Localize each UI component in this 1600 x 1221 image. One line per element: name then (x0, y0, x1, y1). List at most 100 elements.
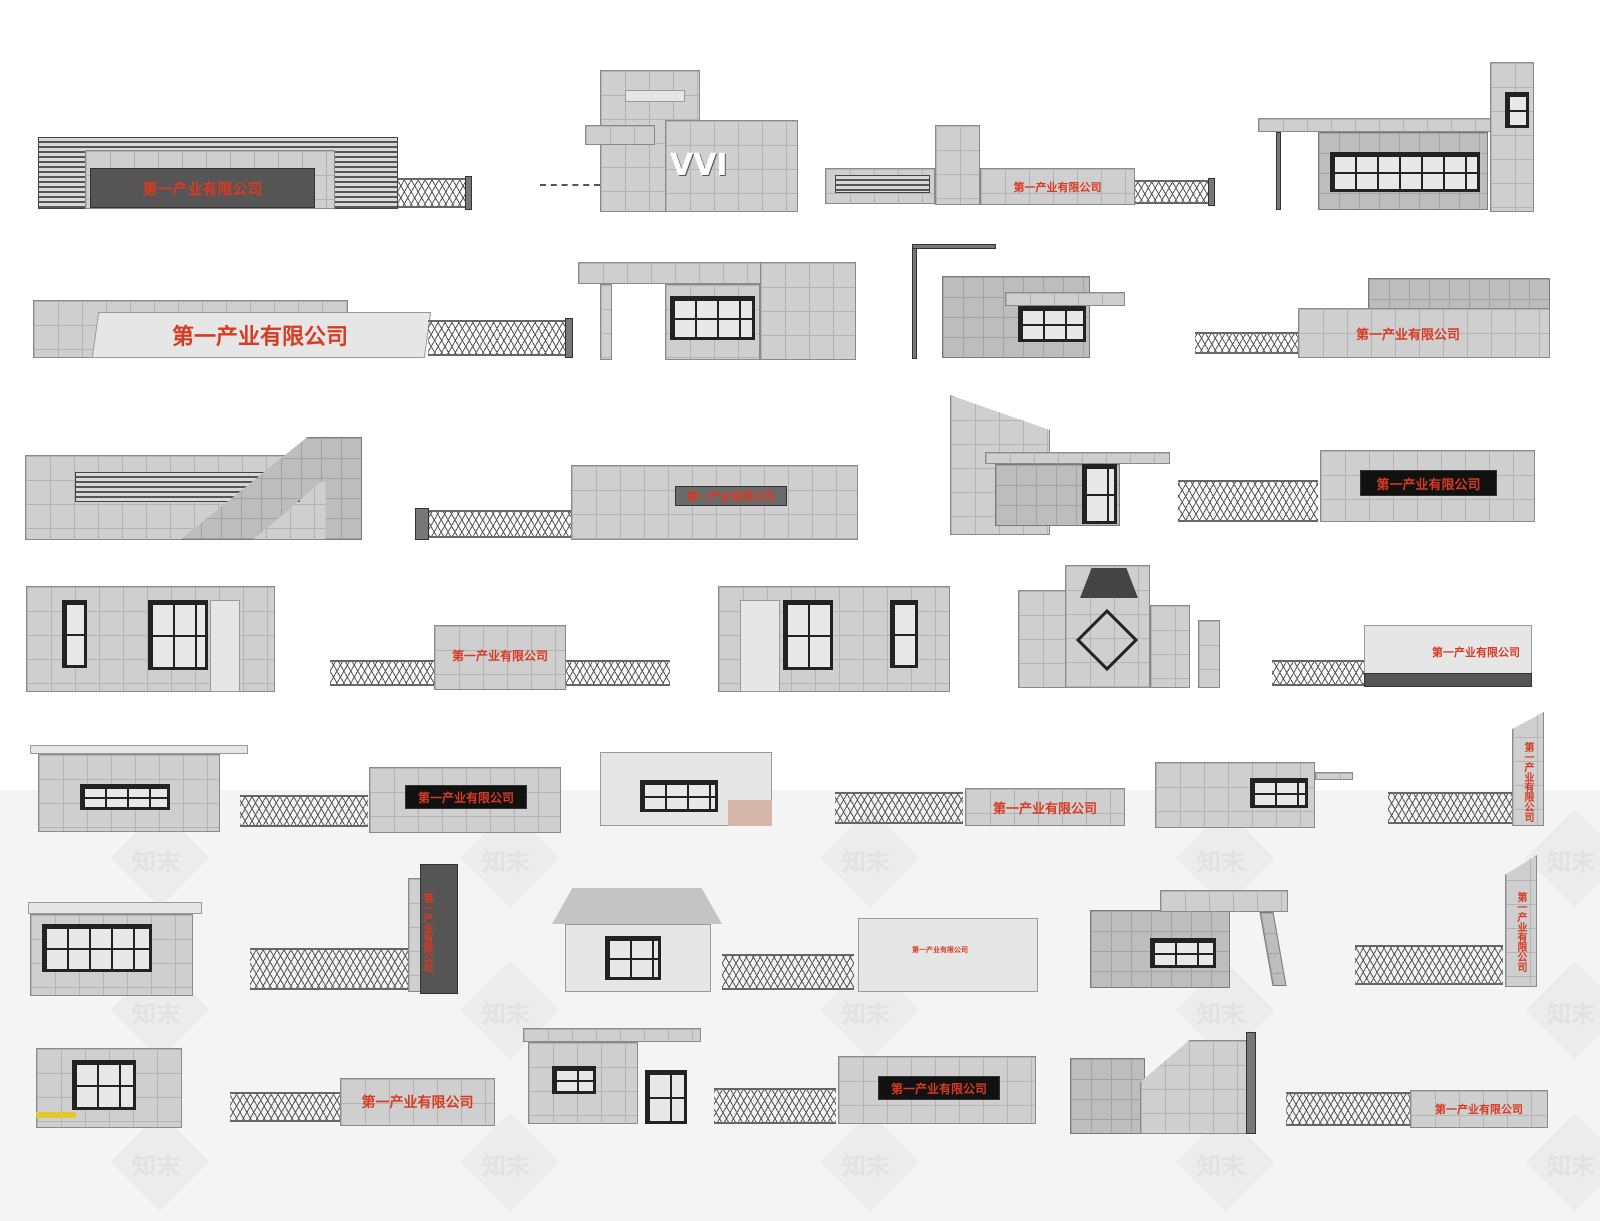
gate-22-sign-wall (858, 918, 1038, 992)
gate-20-canopy (1315, 772, 1353, 780)
gate-19-sign: 第一产业有限公司 (992, 801, 1097, 817)
watermark-text: 知末 (132, 1152, 180, 1180)
gate-1-post (465, 176, 472, 210)
watermark-text: 知末 (1197, 1000, 1245, 1028)
watermark-text: 知末 (842, 1152, 890, 1180)
gate-20-pylon (1512, 712, 1544, 826)
gate-21-window (42, 924, 152, 972)
gate-26-door (645, 1070, 687, 1124)
gate-17-window (80, 784, 170, 810)
gate-2-louver (625, 90, 685, 102)
gate-11-canopy (985, 452, 1170, 464)
gate-6-window (670, 296, 755, 340)
gate-14-window-left (783, 600, 833, 670)
gate-26-roof (523, 1028, 701, 1042)
gate-27-left-wall (1070, 1058, 1145, 1134)
gate-22-window (605, 936, 661, 980)
gate-28-sign-wall (1410, 1090, 1548, 1128)
gate-10-sign-panel (675, 486, 787, 506)
gate-25-fence (230, 1092, 340, 1122)
gate-13-fence-right (566, 660, 670, 686)
watermark-text: 知末 (1547, 1000, 1595, 1028)
gate-2-wall (665, 120, 798, 212)
gate-7-window (1018, 306, 1086, 342)
watermark-text: 知末 (482, 1000, 530, 1028)
gate-19-sign-wall (965, 788, 1125, 826)
gate-5-post (565, 318, 573, 358)
gate-2-barrier (540, 184, 600, 186)
gate-4-column (1276, 132, 1281, 210)
gate-17-roof (30, 745, 248, 754)
gate-6-wall (760, 262, 856, 360)
gate-14-window-right (890, 600, 918, 668)
gate-5-sign: 第一产业有限公司 (171, 325, 348, 350)
gate-22-roof (552, 888, 722, 924)
gate-13-sign: 第一产业有限公司 (451, 648, 548, 663)
gate-20-fence (1388, 792, 1513, 824)
gate-7-column (912, 244, 917, 359)
gate-16-fence (1272, 660, 1364, 686)
gate-7-beam (912, 244, 996, 249)
gate-11-window (1082, 464, 1117, 524)
gate-4-tower-window (1505, 92, 1529, 128)
gate-26-window (552, 1066, 596, 1094)
watermark-text: 知末 (1547, 848, 1595, 876)
gate-15-left-wall (1018, 590, 1068, 688)
gate-14-opening (740, 600, 780, 692)
gate-24-fence (1355, 945, 1503, 985)
gate-26-sign-wall (838, 1056, 1036, 1124)
gate-20-sign: 第一产业有限公司 (1522, 742, 1533, 822)
gate-8-sign-wall (1298, 308, 1550, 358)
gate-2-canopy (585, 125, 655, 145)
gate-23-window (1150, 938, 1216, 968)
gate-3-fence (1135, 180, 1210, 204)
gate-27-post (1246, 1032, 1256, 1134)
watermark-text: 知末 (842, 848, 890, 876)
gate-4-tower (1490, 62, 1534, 212)
watermark-text: 知末 (1197, 1152, 1245, 1180)
gate-8-fence (1195, 332, 1298, 354)
gate-7-canopy (1005, 292, 1125, 306)
gate-25-window (72, 1060, 136, 1110)
gate-4-window (1330, 152, 1480, 192)
gate-25-stripe (36, 1112, 76, 1118)
gate-12-window-left (62, 600, 87, 668)
gate-24-pylon (1505, 855, 1537, 987)
gate-3-tower (935, 125, 980, 205)
gate-16-sign: 第一产业有限公司 (1432, 646, 1520, 659)
gate-8-sign: 第一产业有限公司 (1355, 327, 1460, 343)
gate-11-sign: 第一产业有限公司 (1360, 470, 1497, 496)
gate-24-sign: 第一产业有限公司 (1515, 892, 1526, 972)
gate-13-sign-wall (434, 625, 566, 690)
gate-15-pillar (1198, 620, 1220, 688)
watermark-text: 知末 (842, 1000, 890, 1028)
gate-21-roof (28, 902, 202, 914)
gate-3-post (1208, 178, 1215, 206)
gate-6-column (600, 284, 612, 360)
gate-12-window-right (148, 600, 208, 670)
gate-3-sign-wall (980, 168, 1135, 205)
gate-10-fence (429, 510, 571, 538)
gate-18-door-panel (728, 800, 772, 826)
gate-21-pylon-dark (420, 864, 458, 994)
gate-25-sign: 第一产业有限公司 (361, 1095, 474, 1111)
gate-17-sign: 第一产业有限公司 (405, 785, 527, 809)
watermark-text: 知末 (1197, 848, 1245, 876)
gate-13-fence-left (330, 660, 434, 686)
gate-10-sign: 第一产业有限公司 (687, 490, 775, 503)
gate-5-fence (428, 320, 566, 356)
gate-1-sign: 第一产业有限公司 (142, 179, 263, 198)
watermark-text: 知末 (132, 1000, 180, 1028)
watermark-text: 知末 (482, 1152, 530, 1180)
gate-26-fence (714, 1088, 836, 1124)
gate-25-sign-wall (340, 1078, 495, 1126)
watermark-text: 知末 (1547, 1152, 1595, 1180)
gate-15-right-wall (1150, 605, 1190, 688)
watermark-text: 知末 (482, 848, 530, 876)
gate-28-fence (1286, 1092, 1410, 1126)
gate-1-fence (398, 178, 466, 208)
gate-20-window (1250, 778, 1308, 808)
gate-11-fence (1178, 480, 1318, 522)
gate-28-sign: 第一产业有限公司 (1435, 1103, 1523, 1116)
lower-background (0, 790, 1600, 1221)
